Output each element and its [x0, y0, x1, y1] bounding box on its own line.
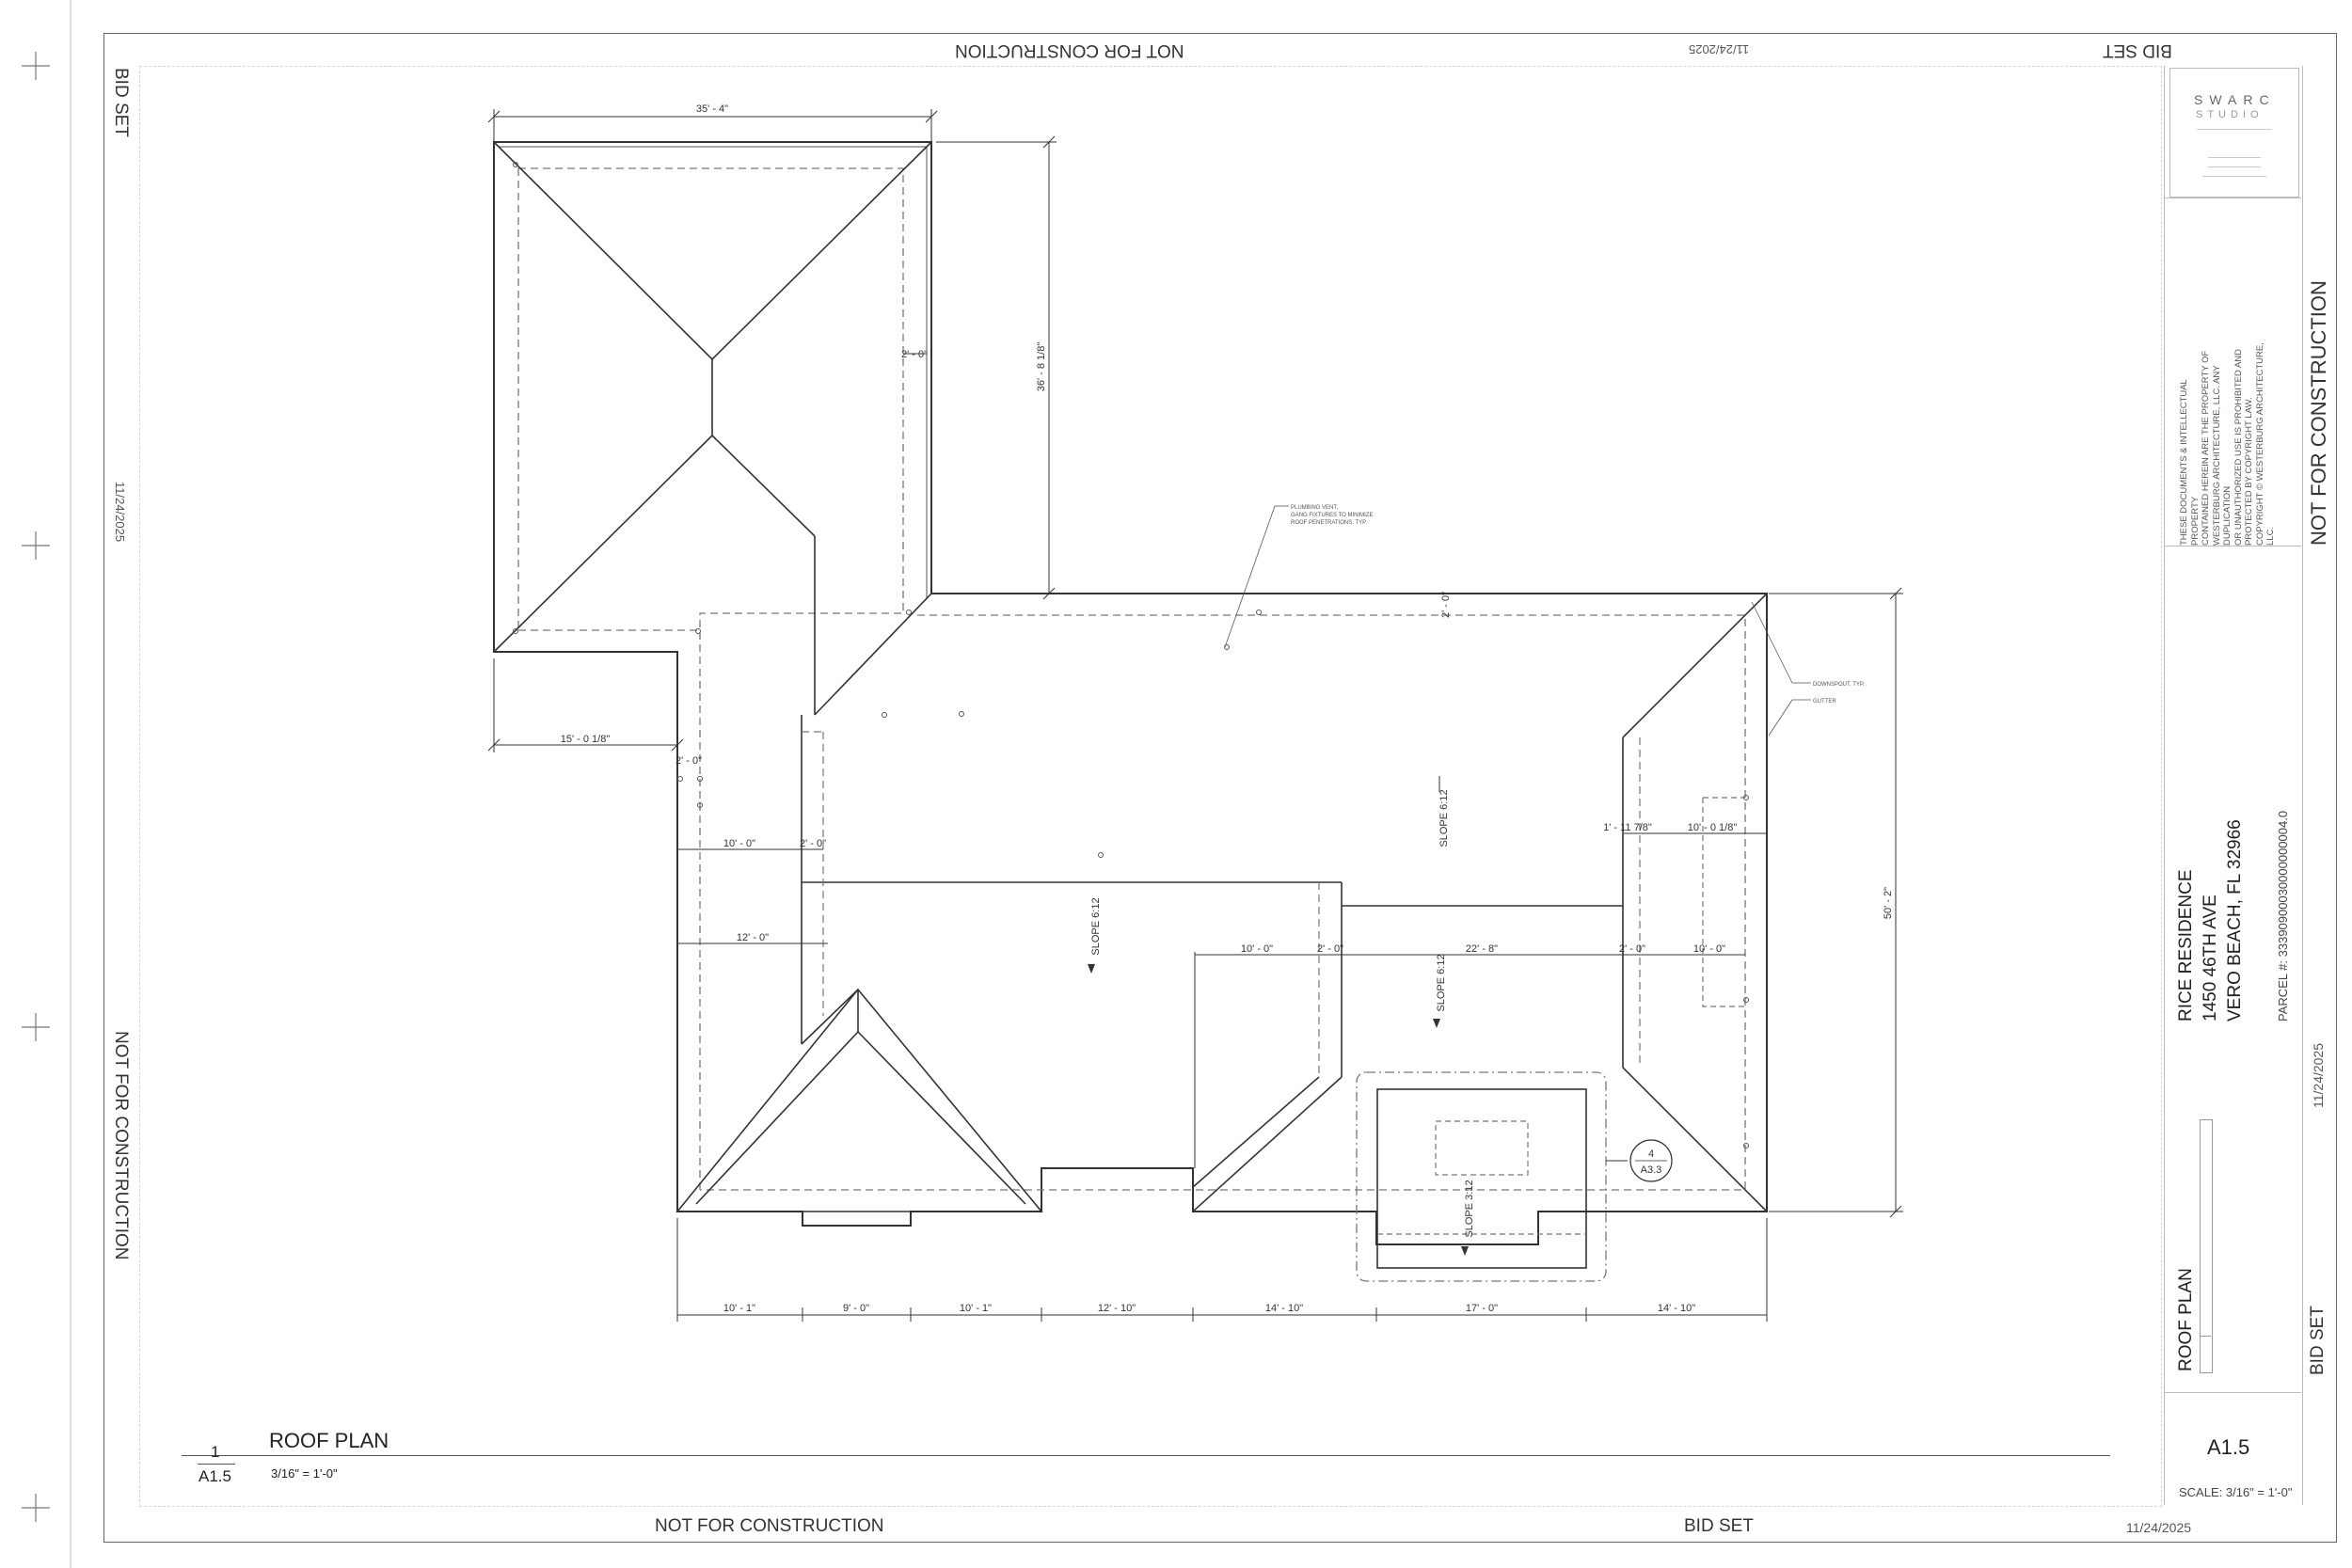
view-number-divider [198, 1464, 235, 1465]
revision-table [2200, 1119, 2213, 1373]
dim-mid-b: 2' - 0" [1317, 943, 1343, 955]
dim-mid-a: 10' - 0" [1241, 943, 1273, 955]
dim-bottom-1: 10' - 1" [723, 1303, 755, 1314]
slope-main: SLOPE 6:12 [1438, 789, 1450, 847]
dim-right-height: 50' - 2" [1883, 887, 1894, 919]
logo-address-rule [2202, 176, 2266, 177]
logo-text-line2: STUDIO [2196, 109, 2264, 120]
sheet-title: ROOF PLAN [2176, 1268, 2196, 1371]
title-block-divider [2164, 1392, 2301, 1393]
view-scale: 3/16" = 1'-0" [271, 1466, 338, 1481]
project-parcel: PARCEL #: 33390900030000000004.0 [2276, 810, 2290, 1022]
left-wing-wall-line [518, 167, 904, 1190]
bottom-bid-set: BID SET [1684, 1516, 1754, 1536]
view-title: ROOF PLAN [269, 1429, 389, 1452]
logo-text-line1: SWARC [2194, 92, 2276, 107]
dim-bottom-7: 14' - 10" [1658, 1303, 1695, 1314]
note-vent3: ROOF PENETRATIONS, TYP. [1291, 520, 1367, 526]
sheet-number: A1.5 [2207, 1435, 2250, 1459]
dim-overhang-c: 2' - 0" [675, 755, 702, 767]
roof-plan-drawing: 35' - 4" 36' - 8 1/8" 2' - 0" 15' - 0 1/… [487, 103, 1903, 1322]
slope-right: SLOPE 6:12 [1436, 954, 1447, 1011]
logo-tagline-rule [2197, 129, 2272, 130]
right-not-for-construction: NOT FOR CONSTRUCTION [2307, 280, 2330, 546]
copyright-line: THESE DOCUMENTS & INTELLECTUAL PROPERTY [2179, 379, 2201, 546]
copyright-line: OR UNAUTHORIZED USE IS PROHIBITED AND [2233, 348, 2244, 546]
copyright-line: PROTECTED BY COPYRIGHT LAW. [2244, 397, 2254, 546]
note-downspout: DOWNSPOUT, TYP. [1813, 682, 1865, 688]
porch-outline [1356, 1071, 1607, 1282]
dim-row1-a: 10' - 0" [723, 838, 755, 849]
section-tag [1629, 1139, 1673, 1182]
note-vent2: GANG FIXTURES TO MINIMIZE [1291, 513, 1373, 518]
roof-outline [493, 141, 1768, 1245]
dim-wing-offset: 15' - 0 1/8" [561, 734, 611, 745]
drawing-area-guide [139, 66, 2162, 1507]
dim-top: 35' - 4" [696, 103, 728, 115]
registration-marks [22, 0, 72, 1568]
main-wall-line [700, 614, 1746, 1191]
logo-box: SWARC STUDIO [2169, 68, 2299, 198]
project-city: VERO BEACH, FL 32966 [2225, 819, 2245, 1022]
right-date: 11/24/2025 [2311, 1042, 2326, 1108]
bottom-not-for-construction: NOT FOR CONSTRUCTION [655, 1516, 884, 1536]
note-gutter: GUTTER [1813, 699, 1836, 705]
copyright-notice: THESE DOCUMENTS & INTELLECTUAL PROPERTY … [2179, 329, 2277, 546]
skylight [1435, 1120, 1529, 1176]
dim-right-a: 1' - 11 7/8" [1603, 822, 1652, 833]
view-sheet-ref: A1.5 [199, 1467, 231, 1485]
view-title-rule [182, 1455, 2110, 1456]
section-tag-sheet: A3.3 [1641, 1164, 1662, 1176]
view-number: 1 [211, 1443, 220, 1461]
sheet-scale: SCALE: 3/16" = 1'-0" [2179, 1485, 2293, 1499]
sheet-border [103, 33, 2337, 1543]
dim-overhang-a: 2' - 0" [901, 349, 928, 360]
dim-row1-b: 2' - 0" [800, 838, 826, 849]
logo-address-rule [2208, 157, 2261, 158]
dim-left-wing: 36' - 8 1/8" [1036, 342, 1047, 392]
dim-bottom-2: 9' - 0" [843, 1303, 869, 1314]
dim-mid-e: 10' - 0" [1693, 943, 1725, 955]
dim-mid-d: 2' - 0" [1619, 943, 1645, 955]
copyright-line: CONTAINED HEREIN ARE THE PROPERTY OF [2201, 350, 2211, 546]
dim-bottom-6: 17' - 0" [1466, 1303, 1498, 1314]
note-vent: PLUMBING VENT, [1291, 505, 1338, 511]
slope-center: SLOPE 6:12 [1090, 897, 1102, 955]
right-bid-set: BID SET [2308, 1306, 2328, 1375]
bottom-date: 11/24/2025 [2126, 1520, 2192, 1535]
dim-row2-a: 12' - 0" [737, 932, 769, 943]
project-name: RICE RESIDENCE [2176, 869, 2196, 1022]
copyright-line: WESTERBURG ARCHITECTURE, LLC. ANY DUPLIC… [2211, 365, 2233, 546]
front-gable [675, 988, 1043, 1212]
project-street: 1450 46TH AVE [2201, 895, 2220, 1022]
dim-mid-c: 22' - 8" [1466, 943, 1498, 955]
section-tag-number: 4 [1648, 1148, 1654, 1160]
porch-roof [1376, 1088, 1587, 1269]
dim-right-b: 10' - 0 1/8" [1688, 822, 1738, 833]
dim-bottom-4: 12' - 10" [1098, 1303, 1136, 1314]
title-block [2164, 66, 2303, 1505]
revision-table-divider [2200, 1336, 2211, 1337]
logo-address-rule [2208, 166, 2261, 167]
slope-porch: SLOPE 3:12 [1464, 1180, 1475, 1237]
dim-bottom-5: 14' - 10" [1265, 1303, 1303, 1314]
copyright-line: COPYRIGHT © WESTERBURG ARCHITECTURE, LLC… [2254, 342, 2277, 546]
dim-bottom-3: 10' - 1" [960, 1303, 992, 1314]
dim-overhang-b: 2' - 0" [1440, 592, 1452, 618]
